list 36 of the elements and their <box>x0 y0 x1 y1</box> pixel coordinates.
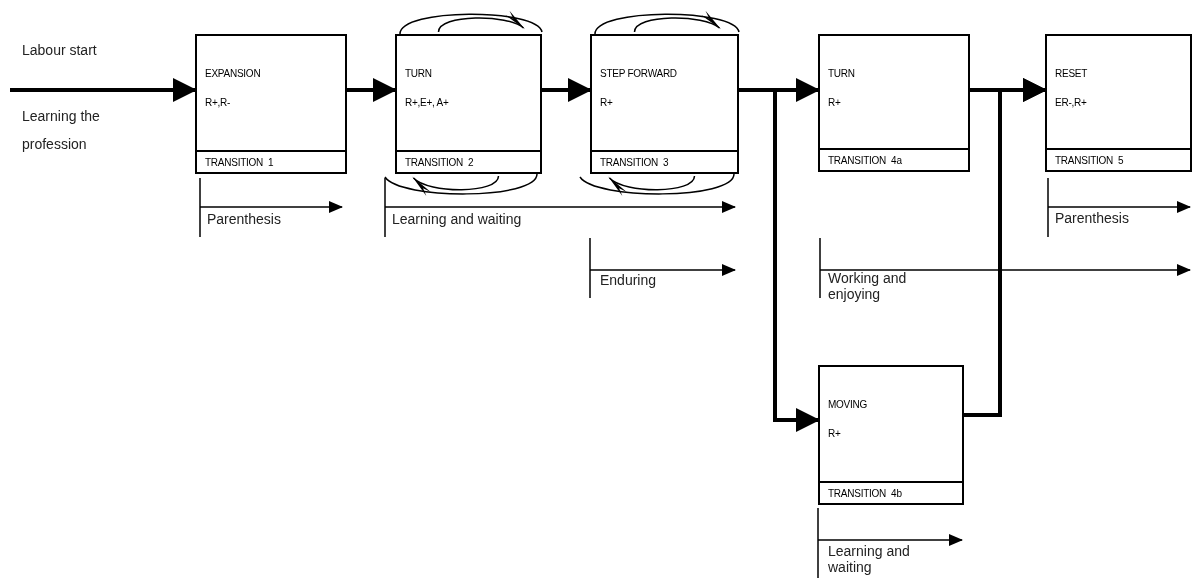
stage-code: R+,R- <box>205 96 232 110</box>
start-label: Labour start <box>22 41 98 60</box>
stage-code: R+ <box>600 96 614 110</box>
stage-title: EXPANSION <box>205 67 262 81</box>
stage-box <box>195 34 347 174</box>
transition-band: TRANSITION 3 <box>592 150 737 172</box>
transition-band: TRANSITION 1 <box>197 150 345 172</box>
arrow <box>739 88 820 432</box>
stage-box <box>1045 34 1192 172</box>
stage-box <box>590 34 739 174</box>
transition-band: TRANSITION 4a <box>820 148 968 170</box>
stage-title: MOVING <box>828 398 869 412</box>
stage-title: RESET <box>1055 67 1089 81</box>
arrow <box>10 78 197 102</box>
stage-code: ER-,R+ <box>1055 96 1088 110</box>
arrow <box>347 78 397 102</box>
phase-label: Working and enjoying <box>828 270 908 302</box>
stage-title: TURN <box>405 67 433 81</box>
stage-box <box>395 34 542 174</box>
arrow <box>542 78 592 102</box>
phase-label: Parenthesis <box>207 211 282 227</box>
stage-code: R+ <box>828 96 842 110</box>
stage-title: TURN <box>828 67 856 81</box>
stage-box <box>818 34 970 172</box>
stage-box <box>818 365 964 505</box>
phase-label: Enduring <box>600 272 658 288</box>
phase-label: Learning and waiting <box>392 211 523 227</box>
phase-label: Parenthesis <box>1055 210 1130 226</box>
phase-label: Learning and waiting <box>828 543 911 575</box>
transition-band: TRANSITION 5 <box>1047 148 1190 170</box>
stage-code: R+ <box>828 427 842 441</box>
stage-code: R+,E+, A+ <box>405 96 450 110</box>
transition-band: TRANSITION 2 <box>397 150 540 172</box>
start-label: Learning the profession <box>22 107 101 154</box>
stage-title: STEP FORWARD <box>600 67 678 81</box>
transition-band: TRANSITION 4b <box>820 481 962 503</box>
